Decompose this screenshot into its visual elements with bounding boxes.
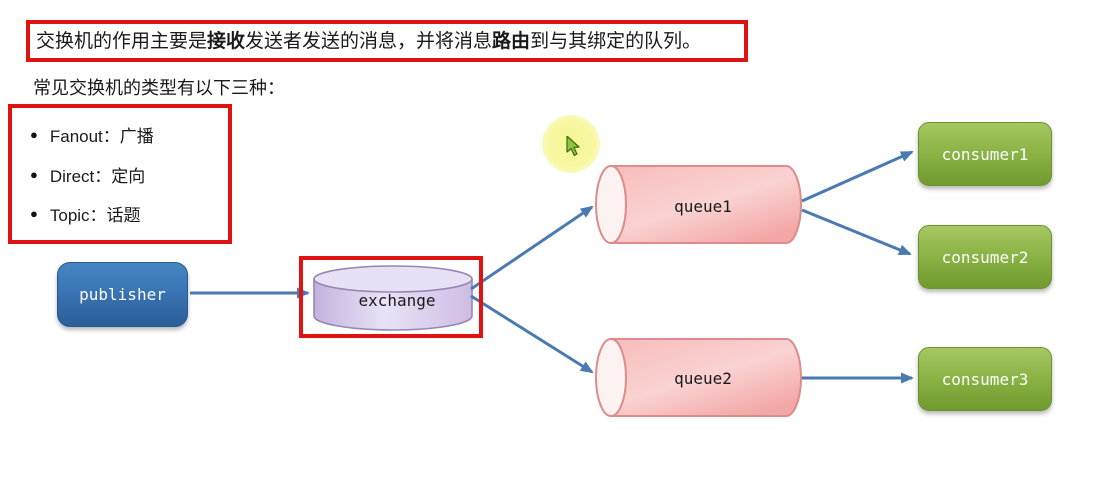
bullet-icon: ● [30, 127, 38, 143]
title-text-part2: 发送者发送的消息，并将消息 [245, 30, 493, 52]
list-item-topic: ● Topic：话题 [30, 201, 228, 226]
node-consumer2: consumer2 [918, 225, 1052, 289]
exchange-highlight-box [299, 256, 483, 338]
list-item-topic-label: Topic：话题 [49, 205, 141, 225]
node-consumer3-label: consumer3 [941, 369, 1029, 389]
node-consumer1-label: consumer1 [941, 144, 1029, 164]
node-publisher-label: publisher [79, 285, 166, 304]
arrow-exchange-to-queue1 [470, 205, 594, 291]
bullet-icon: ● [30, 205, 38, 221]
node-queue1-label: queue1 [674, 197, 732, 216]
arrow-queue1-to-consumer1 [801, 150, 914, 203]
list-item-direct: ● Direct：定向 [30, 162, 228, 187]
node-publisher: publisher [57, 262, 188, 327]
exchange-cylinder [313, 265, 473, 331]
bullet-icon: ● [30, 166, 38, 182]
subtitle-text: 常见交换机的类型有以下三种： [33, 78, 285, 98]
title-text-part3: 到与其绑定的队列。 [530, 30, 702, 52]
node-queue2-label: queue2 [674, 369, 732, 388]
list-item-fanout: ● Fanout：广播 [30, 122, 228, 147]
arrow-exchange-to-queue2 [470, 294, 594, 374]
cursor-pointer-icon [566, 136, 580, 156]
node-consumer1: consumer1 [918, 122, 1052, 186]
exchange-types-highlight-box: ● Fanout：广播 ● Direct：定向 ● Topic：话题 [8, 104, 232, 244]
node-consumer2-label: consumer2 [941, 247, 1029, 267]
queue1-cylinder [595, 165, 802, 244]
node-exchange-label: exchange [358, 291, 436, 310]
title-highlight-box: 交换机的作用主要是接收发送者发送的消息，并将消息路由到与其绑定的队列。 [26, 20, 748, 62]
queue2-cylinder [595, 338, 802, 417]
title-text-bold-route: 路由 [492, 30, 531, 52]
title-text-part1: 交换机的作用主要是 [36, 30, 208, 52]
list-item-direct-label: Direct：定向 [49, 166, 146, 186]
arrow-queue1-to-consumer2 [801, 208, 912, 256]
title-text-bold-receive: 接收 [207, 30, 246, 52]
list-item-fanout-label: Fanout：广播 [49, 127, 154, 147]
node-consumer3: consumer3 [918, 347, 1052, 411]
